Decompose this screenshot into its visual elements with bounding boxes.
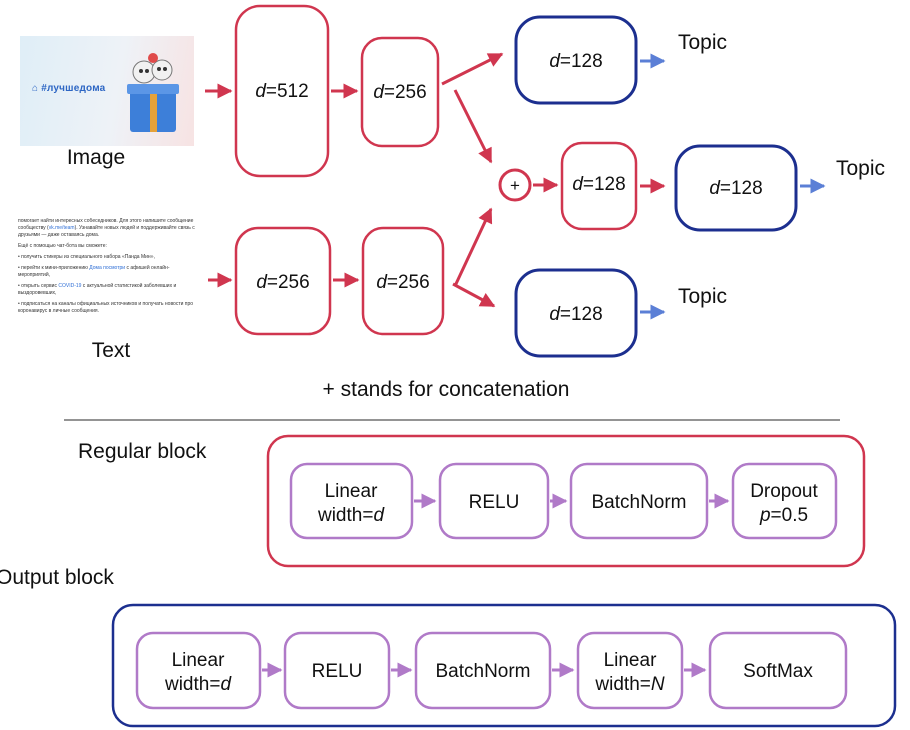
output-linear-width-label-1: width=d — [164, 674, 232, 695]
output-linear-label-2: Linear — [604, 650, 657, 671]
image-input-label: Image — [67, 146, 125, 169]
concat-dense-128-box — [560, 141, 638, 231]
image-hashtag: ⌂ #лучшедома — [32, 83, 106, 94]
output-batchnorm-label: BatchNorm — [435, 661, 530, 682]
concat-head-128-label: d=128 — [709, 178, 762, 199]
concat-caption: + stands for concatenation — [323, 378, 570, 401]
regular-dropout-box — [731, 462, 838, 540]
regular-block-container — [266, 434, 866, 568]
concat-symbol: + — [510, 176, 520, 195]
text-sample-paragraph: помогает найти интересных собеседников. … — [18, 218, 195, 238]
text-head-topic-label: Topic — [678, 285, 727, 308]
regular-block-title: Regular block — [78, 440, 207, 463]
text-sample-paragraph: Ещё с помощью чат-бота вы сможете: — [18, 243, 107, 249]
text-dense-256-label-2: d=256 — [376, 272, 429, 293]
output-block-container — [111, 603, 897, 728]
output-linear-box-2 — [576, 631, 684, 710]
text-dense-256-box-2 — [361, 226, 445, 336]
image-to-head-arrow — [441, 52, 504, 86]
image-dense-256-label: d=256 — [373, 82, 426, 103]
regular-batchnorm-box — [569, 462, 709, 540]
text-sample-paragraph: • подписаться на каналы официальных исто… — [18, 301, 194, 314]
image-to-concat-arrow — [453, 89, 493, 164]
regular-linear-width-label: width=d — [317, 505, 385, 526]
text-sample-paragraph: • открыть сервис COVID-19 с актуальной с… — [18, 283, 177, 296]
concat-dense-128-label: d=128 — [572, 174, 625, 195]
output-softmax-box — [708, 631, 848, 710]
output-batchnorm-box — [414, 631, 552, 710]
output-linear-box-1 — [135, 631, 262, 710]
text-head-128-box — [514, 268, 638, 358]
text-input-label: Text — [92, 339, 131, 362]
regular-relu-label: RELU — [469, 492, 520, 513]
image-dense-256-box — [360, 36, 440, 148]
text-dense-256-box-1 — [234, 226, 332, 336]
output-relu-label: RELU — [312, 661, 363, 682]
regular-dropout-label: Dropout — [750, 481, 818, 502]
image-dense-512-label: d=512 — [255, 81, 308, 102]
output-block-title: Output block — [0, 566, 114, 589]
image-head-128-box — [514, 15, 638, 105]
text-to-head-arrow — [452, 282, 496, 308]
image-head-topic-label: Topic — [678, 31, 727, 54]
regular-batchnorm-label: BatchNorm — [591, 492, 686, 513]
input-text-sample: помогает найти интересных собеседников. … — [18, 218, 196, 336]
regular-relu-box — [438, 462, 550, 540]
regular-linear-box — [289, 462, 414, 540]
concat-node — [498, 168, 532, 202]
text-dense-256-label-1: d=256 — [256, 272, 309, 293]
output-linear-label-1: Linear — [172, 650, 225, 671]
text-head-128-label: d=128 — [549, 304, 602, 325]
text-to-concat-arrow — [453, 207, 493, 287]
output-linear-width-label-2: width=N — [594, 674, 664, 695]
concat-head-topic-label: Topic — [836, 157, 885, 180]
concat-head-128-box — [674, 144, 798, 232]
input-image-thumbnail: ⌂ #лучшедома — [20, 36, 194, 146]
text-sample-paragraph: • получить стикеры из специального набор… — [18, 254, 155, 260]
gift-illustration — [127, 53, 179, 132]
text-sample-paragraph: • перейти к мини-приложению Дома посмотр… — [18, 265, 170, 278]
regular-dropout-p-label: p=0.5 — [759, 505, 808, 526]
image-head-128-label: d=128 — [549, 51, 602, 72]
image-dense-512-box — [234, 4, 330, 178]
regular-linear-label: Linear — [325, 481, 378, 502]
output-relu-box — [283, 631, 391, 710]
output-softmax-label: SoftMax — [743, 661, 813, 682]
